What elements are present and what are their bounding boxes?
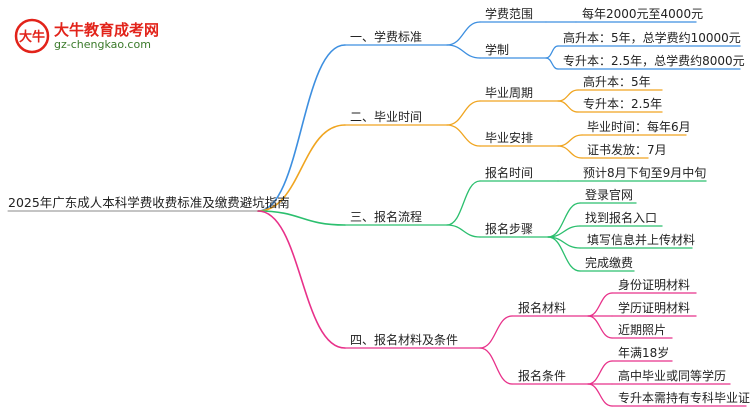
leaf-graduation-cycle-zhuanshengben: 专升本：2.5年 xyxy=(583,97,663,111)
leaf-graduation-date: 毕业时间：每年6月 xyxy=(587,120,691,134)
edge-b4-c1 xyxy=(479,315,513,349)
edge-root-branch-4 xyxy=(257,210,346,349)
leaf-step-fill-upload: 填写信息并上传材料 xyxy=(587,233,696,247)
edge-b2-c1-l1 xyxy=(557,89,579,102)
logo-mark-text: 大牛 xyxy=(19,29,45,45)
edge-b2-c1-l2 xyxy=(557,100,579,113)
leaf-step-login: 登录官网 xyxy=(585,188,634,202)
leaf-id-documents: 身份证明材料 xyxy=(618,278,691,292)
node-registration-time: 报名时间 xyxy=(485,166,534,180)
edge-b1-c1 xyxy=(446,21,481,46)
edge-b3-c2-l4 xyxy=(547,236,581,272)
edge-root-branch-3 xyxy=(257,210,346,226)
node-registration-steps: 报名步骤 xyxy=(485,222,534,236)
edge-b2-c1 xyxy=(446,100,481,126)
leaf-study-length-gaoshengben: 高升本：5年，总学费约10000元 xyxy=(563,31,741,45)
leaf-age-requirement: 年满18岁 xyxy=(618,346,670,360)
edge-b1-c2-l2 xyxy=(545,57,559,70)
node-graduation-cycle: 毕业周期 xyxy=(485,86,534,100)
edge-b4-c2-l1 xyxy=(587,360,613,385)
brand-title: 大牛教育成考网 xyxy=(54,21,160,39)
leaf-recent-photo: 近期照片 xyxy=(618,323,667,337)
branch-materials-conditions: 四、报名材料及条件 xyxy=(350,333,459,347)
branch-graduation-time: 二、毕业时间 xyxy=(350,110,423,124)
leaf-graduation-cycle-gaoshengben: 高升本：5年 xyxy=(583,75,651,89)
node-graduation-arrangement: 毕业安排 xyxy=(485,131,534,145)
edge-root-branch-2 xyxy=(257,124,346,212)
node-study-length: 学制 xyxy=(485,43,510,57)
node-registration-materials: 报名材料 xyxy=(518,301,567,315)
edge-b1-c2-l1 xyxy=(545,45,559,59)
leaf-education-documents: 学历证明材料 xyxy=(618,301,691,315)
leaf-registration-window: 预计8月下旬至9月中旬 xyxy=(583,166,707,180)
leaf-tuition-range-value: 每年2000元至4000元 xyxy=(582,7,704,21)
edge-b2-c2-l1 xyxy=(557,134,583,147)
edge-b3-c2 xyxy=(446,224,481,238)
edge-b4-c1-l1 xyxy=(587,292,613,317)
node-registration-conditions: 报名条件 xyxy=(518,369,567,383)
brand-logo: 大牛 大牛教育成考网 gz-chengkao.com xyxy=(14,16,174,56)
brand-url: gz-chengkao.com xyxy=(54,38,151,51)
branch-tuition-standard: 一、学费标准 xyxy=(350,30,423,44)
edge-b2-c2-l2 xyxy=(557,145,583,159)
leaf-certificate-issue: 证书发放：7月 xyxy=(587,143,667,157)
edge-b2-c2 xyxy=(446,124,481,147)
logo-mark-icon: 大牛 xyxy=(14,18,50,54)
leaf-education-requirement: 高中毕业或同等学历 xyxy=(618,369,727,383)
leaf-step-find-entry: 找到报名入口 xyxy=(585,211,658,225)
leaf-study-length-zhuanshengben: 专升本：2.5年，总学费约8000元 xyxy=(563,54,745,68)
root-topic: 2025年广东成人本科学费收费标准及缴费避坑指南 xyxy=(8,195,290,210)
edge-b1-c2 xyxy=(446,44,481,59)
edge-root-branch-1 xyxy=(257,44,346,212)
leaf-zhuanshengben-requirement: 专升本需持有专科毕业证 xyxy=(618,391,750,405)
leaf-step-payment: 完成缴费 xyxy=(585,256,634,270)
edge-b4-c2 xyxy=(479,347,513,385)
edge-b4-c2-l3 xyxy=(587,383,613,407)
edge-b4-c1-l3 xyxy=(587,315,613,339)
node-tuition-range: 学费范围 xyxy=(485,7,534,21)
branch-registration-process: 三、报名流程 xyxy=(350,210,423,224)
edge-b3-c1 xyxy=(446,180,481,226)
